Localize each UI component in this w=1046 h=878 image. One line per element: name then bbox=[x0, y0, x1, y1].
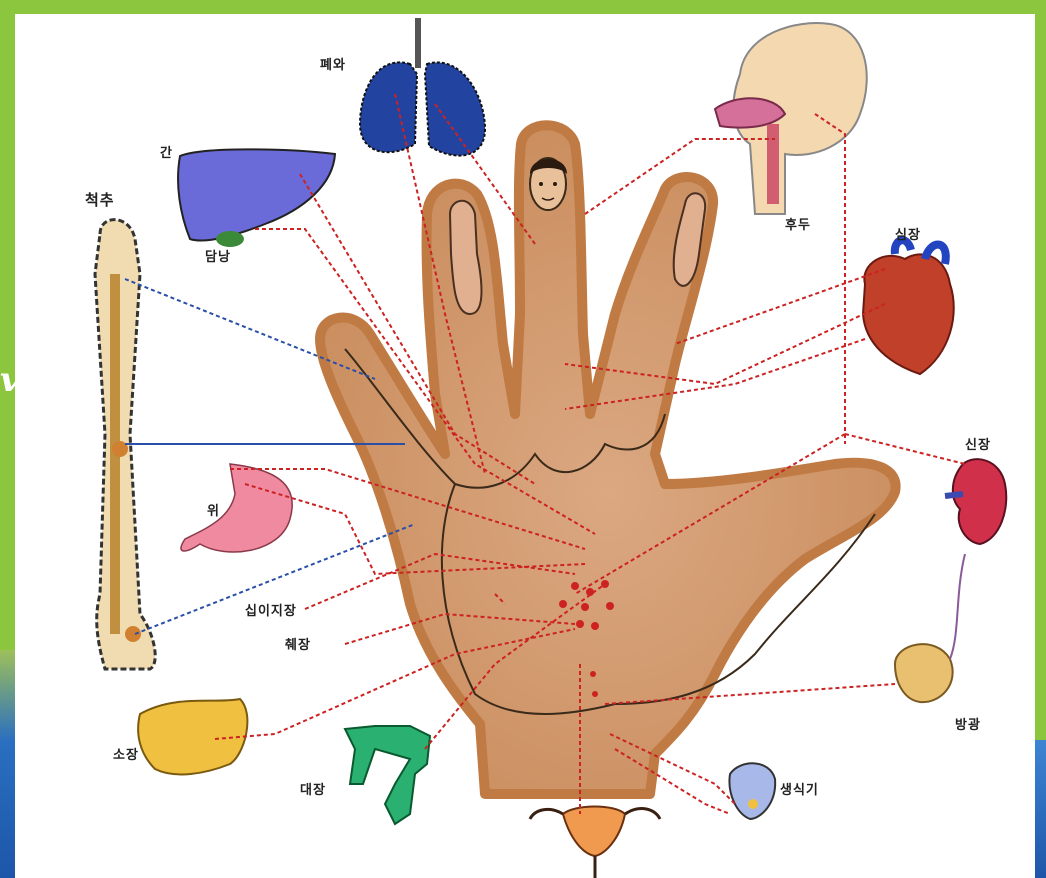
label-throat: 후두 bbox=[785, 214, 811, 233]
label-small-intestine: 소장 bbox=[113, 744, 139, 763]
label-lung: 폐와 bbox=[320, 54, 346, 73]
head-profile bbox=[715, 23, 867, 214]
label-heart: 심장 bbox=[895, 224, 921, 243]
bladder bbox=[895, 554, 965, 702]
label-genitals: 생식기 bbox=[780, 779, 819, 798]
diagram-panel: 폐와 간 담낭 척추 후두 심장 신장 위 십이지장 췌장 소장 대장 방광 생… bbox=[15, 14, 1035, 878]
genitals-organ bbox=[729, 763, 775, 819]
liver bbox=[178, 149, 335, 247]
slide-text-fragment: v bbox=[0, 360, 16, 400]
face-on-middle-finger bbox=[530, 158, 567, 210]
label-duodenum: 십이지장 bbox=[245, 600, 297, 619]
stomach bbox=[181, 464, 292, 552]
kidney bbox=[945, 459, 1006, 544]
label-bladder: 방광 bbox=[955, 714, 981, 733]
label-spine: 척추 bbox=[85, 189, 115, 210]
label-stomach: 위 bbox=[207, 500, 220, 519]
uterus bbox=[530, 807, 660, 878]
label-pancreas: 췌장 bbox=[285, 634, 311, 653]
label-gallbladder: 담낭 bbox=[205, 246, 231, 265]
label-kidney: 신장 bbox=[965, 434, 991, 453]
label-large-intestine: 대장 bbox=[300, 779, 326, 798]
label-liver: 간 bbox=[160, 142, 173, 161]
lungs bbox=[360, 18, 485, 156]
large-intestine bbox=[345, 726, 430, 824]
